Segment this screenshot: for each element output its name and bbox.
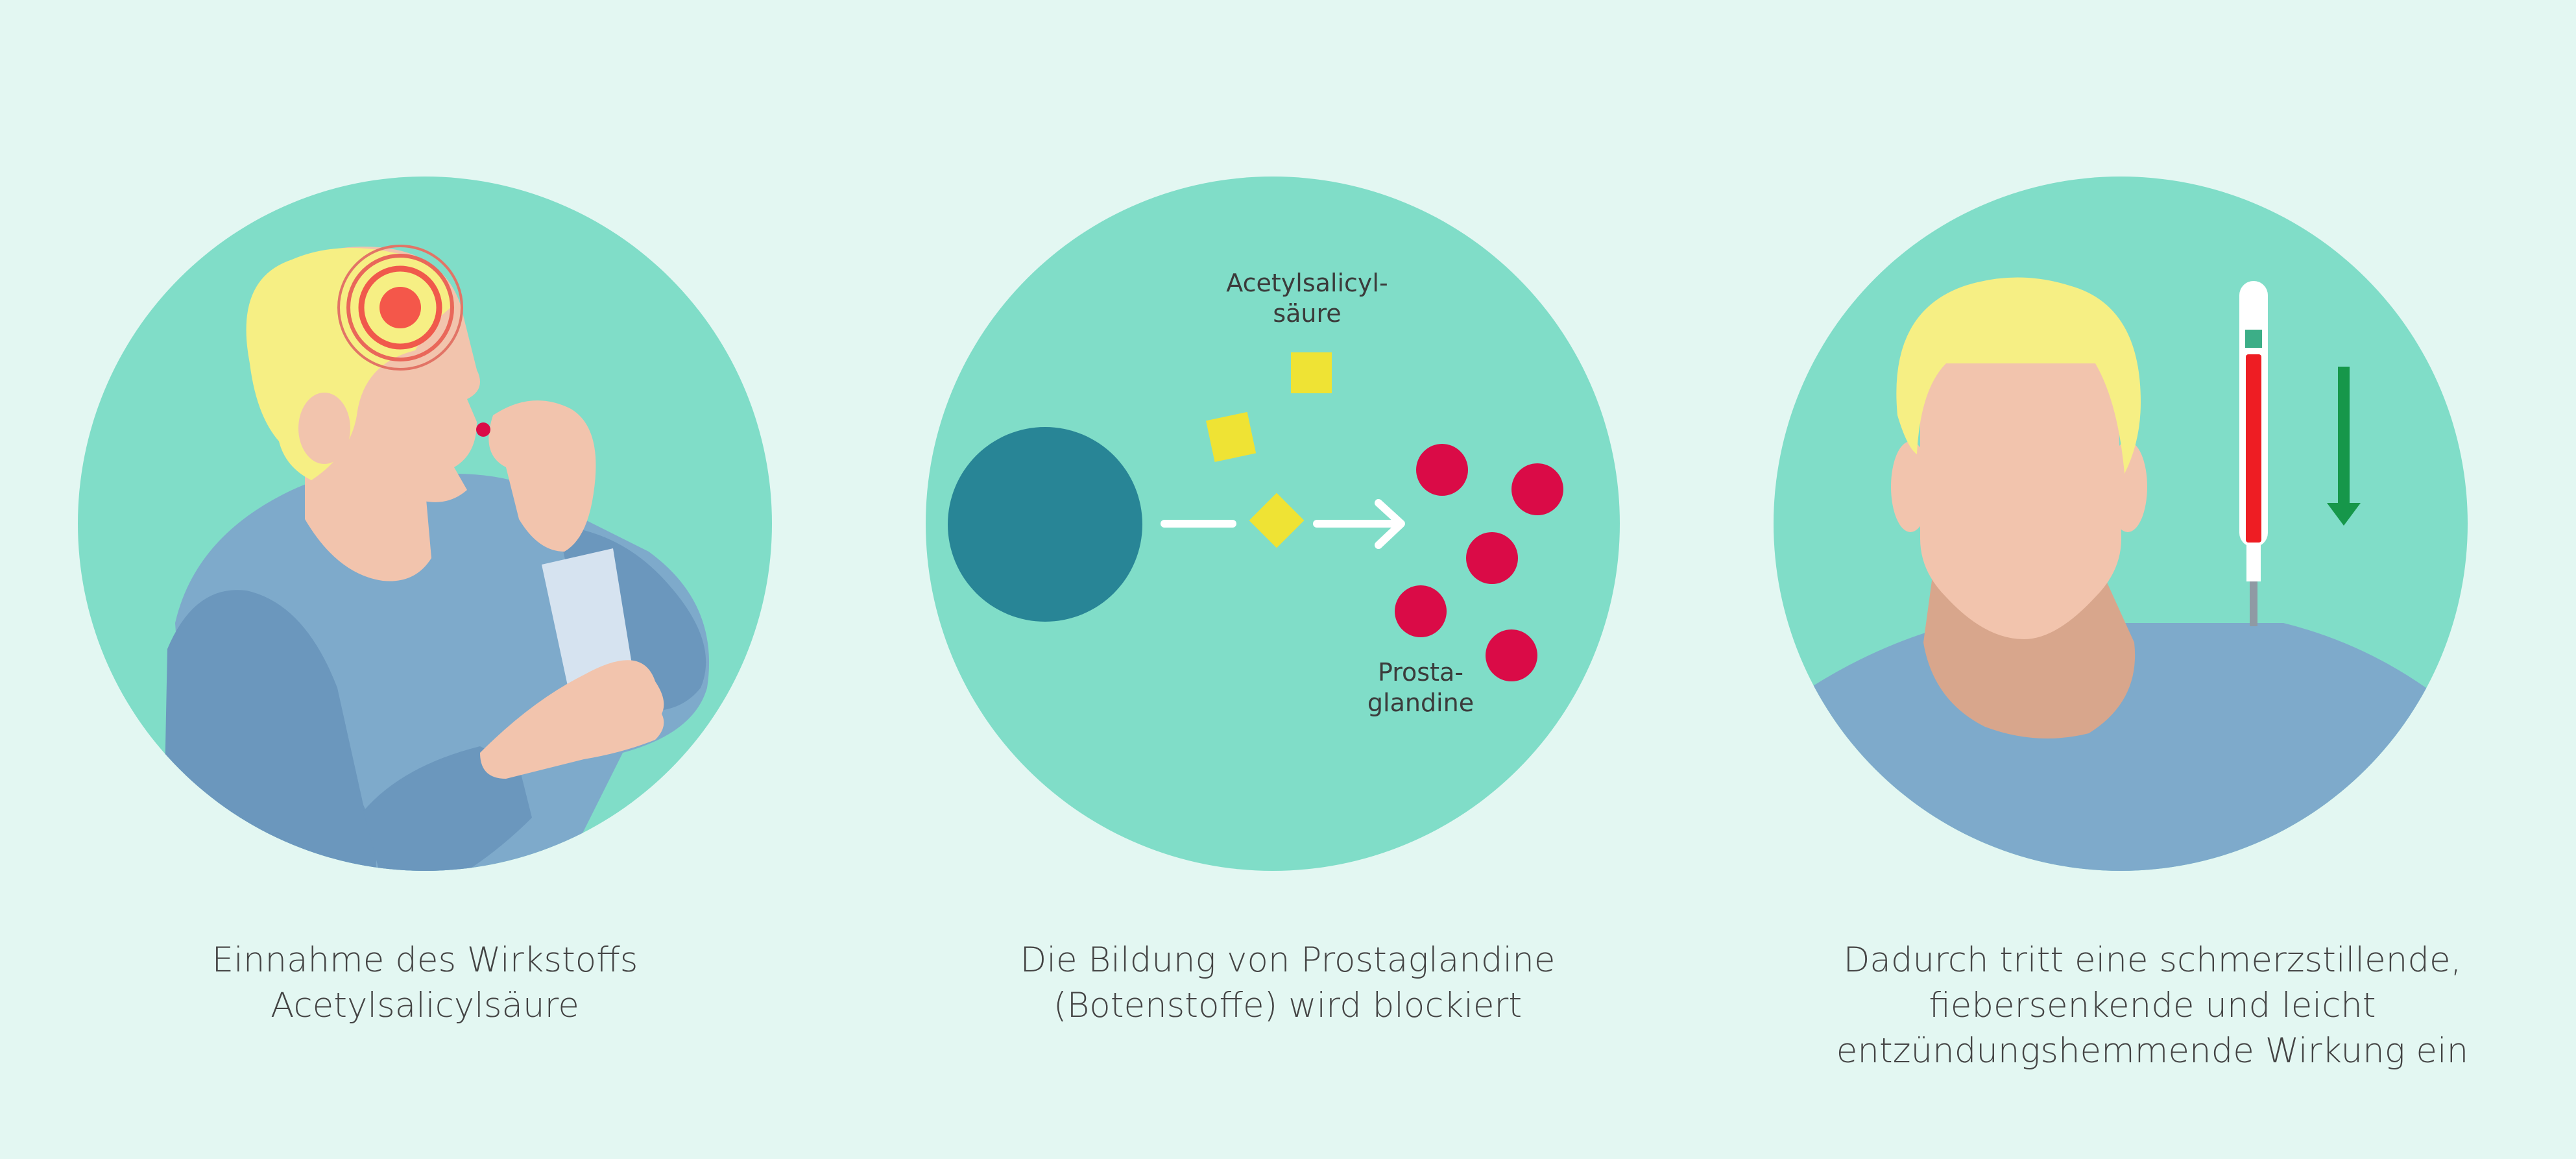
drug-molecule-2 bbox=[1206, 411, 1257, 462]
caption-effect-line-3: entzündungshemmende Wirkung ein bbox=[1836, 1031, 2469, 1071]
person-1-front-arm bbox=[363, 746, 532, 871]
prostaglandin-molecule-5 bbox=[1486, 629, 1537, 681]
caption-intake-line-1: Einnahme des Wirkstoffs bbox=[211, 940, 638, 980]
caption-effect: Dadurch tritt eine schmerzstillende, fie… bbox=[1763, 938, 2542, 1074]
person-3-face bbox=[1920, 350, 2121, 639]
panel-effect-illustration bbox=[1774, 177, 2468, 871]
label-drug-line-2: säure bbox=[1273, 299, 1342, 328]
thermometer-icon bbox=[2239, 281, 2268, 626]
panel-intake-illustration bbox=[78, 177, 772, 871]
person-3-shirt bbox=[1803, 623, 2468, 871]
prostaglandin-molecule-4 bbox=[1395, 585, 1447, 637]
caption-effect-line-1: Dadurch tritt eine schmerzstillende, bbox=[1843, 940, 2462, 980]
person-1-ear bbox=[298, 393, 350, 464]
caption-effect-line-2: fiebersenkende und leicht bbox=[1929, 986, 2376, 1025]
pill bbox=[476, 422, 490, 437]
headache-pain-icon bbox=[337, 245, 463, 371]
prostaglandin-molecule-3 bbox=[1466, 532, 1518, 584]
prostaglandin-molecule-2 bbox=[1511, 463, 1563, 515]
caption-mechanism-line-1: Die Bildung von Prostaglandine bbox=[1020, 940, 1556, 980]
label-prostaglandins-line-2: glandine bbox=[1367, 689, 1475, 717]
arrow-down-icon bbox=[2327, 367, 2361, 526]
prostaglandin-molecule-1 bbox=[1416, 444, 1468, 496]
person-1-glass-hand bbox=[480, 660, 664, 779]
label-drug-line-1: Acetylsalicyl- bbox=[1226, 269, 1388, 297]
caption-mechanism: Die Bildung von Prostaglandine (Botensto… bbox=[898, 938, 1677, 1029]
label-acetylsalicylic-acid: Acetylsalicyl- säure bbox=[1177, 268, 1437, 329]
label-prostaglandins-line-1: Prosta- bbox=[1378, 658, 1463, 687]
caption-intake-line-2: Acetylsalicylsäure bbox=[271, 986, 579, 1025]
cell-icon bbox=[948, 427, 1142, 622]
person-3-hair bbox=[1896, 277, 2141, 474]
drug-molecule-1 bbox=[1291, 352, 1332, 393]
caption-intake: Einnahme des Wirkstoffs Acetylsalicylsäu… bbox=[36, 938, 814, 1029]
reaction-arrow bbox=[1313, 499, 1405, 549]
person-1-pill-hand bbox=[488, 400, 596, 552]
panel-mechanism-illustration bbox=[926, 177, 1620, 871]
label-prostaglandins: Prosta- glandine bbox=[1304, 657, 1537, 718]
caption-mechanism-line-2: (Botenstoffe) wird blockiert bbox=[1053, 986, 1523, 1025]
